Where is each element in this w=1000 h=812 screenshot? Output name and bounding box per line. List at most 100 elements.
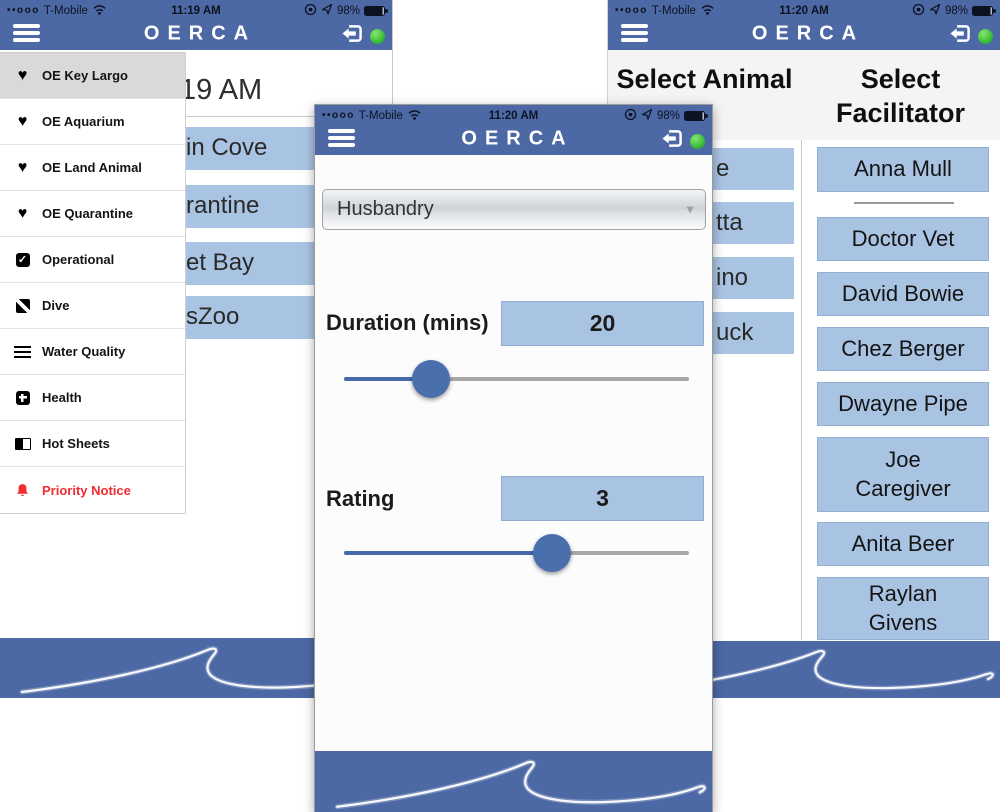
wifi-icon (92, 4, 107, 18)
facilitator-button[interactable]: Raylan Givens (817, 577, 989, 640)
rating-slider-fill (344, 551, 552, 555)
duration-slider-thumb[interactable] (412, 360, 450, 398)
session-type-select[interactable]: Husbandry ▼ (322, 189, 706, 230)
signal-strength-dots: ••ooo (7, 5, 40, 16)
heart-icon (14, 160, 31, 176)
battery-percent: 98% (336, 4, 360, 17)
sidebar-item-label: Water Quality (42, 344, 126, 359)
status-bar: ••ooo T-Mobile 11:19 AM 98% (0, 0, 392, 21)
sidebar-item-label: OE Land Animal (42, 160, 142, 175)
facilitator-divider (854, 202, 954, 204)
wave-logo-graphic (334, 759, 708, 810)
hamburger-menu-button[interactable] (328, 129, 355, 149)
carrier-label: T-Mobile (43, 4, 88, 17)
clock: 11:20 AM (779, 4, 829, 17)
facilitator-button[interactable]: Doctor Vet (817, 217, 989, 261)
carrier-label: T-Mobile (358, 109, 403, 122)
battery-icon (364, 5, 388, 16)
sidebar-item-label: OE Quarantine (42, 206, 134, 221)
online-status-dot (690, 133, 705, 149)
sidebar-item-label: Hot Sheets (42, 436, 110, 451)
sidebar-item-water-quality[interactable]: Water Quality (0, 329, 185, 375)
sidebar-item-label: Operational (42, 252, 115, 267)
screen-middle: ••ooo T-Mobile 11:20 AM 98% OERCA Husban… (314, 104, 713, 812)
water-lines-icon (14, 345, 31, 358)
battery-percent: 98% (944, 4, 968, 17)
rating-label: Rating (326, 486, 395, 511)
sidebar-item-oe-quarantine[interactable]: OE Quarantine (0, 191, 185, 237)
app-logo: OERCA (461, 127, 574, 150)
select-facilitator-heading: Select Facilitator (835, 64, 966, 128)
app-header: ••ooo T-Mobile 11:20 AM 98% OERCA (315, 105, 712, 155)
location-arrow-icon (929, 3, 941, 18)
signal-strength-dots: ••ooo (322, 110, 355, 121)
sidebar-menu: OE Key Largo OE Aquarium OE Land Animal … (0, 52, 186, 514)
rotation-lock-icon (912, 3, 925, 19)
select-animal-heading: Select Animal (616, 64, 793, 94)
logout-icon[interactable] (947, 23, 973, 49)
sidebar-item-dive[interactable]: Dive (0, 283, 185, 329)
chevron-down-icon: ▼ (684, 201, 696, 216)
divider (186, 116, 392, 117)
facilitator-button[interactable]: Anna Mull (817, 147, 989, 192)
facilitator-button[interactable]: David Bowie (817, 272, 989, 316)
app-logo: OERCA (751, 22, 865, 45)
duration-value-box: 20 (501, 301, 704, 346)
duration-slider-track[interactable] (344, 377, 689, 381)
rotation-lock-icon (304, 3, 317, 19)
health-cross-icon (14, 390, 31, 405)
app-logo: OERCA (143, 22, 257, 45)
battery-icon (684, 110, 708, 121)
sidebar-item-label: Dive (42, 298, 70, 313)
clock: 11:20 AM (488, 109, 539, 122)
sidebar-item-label: Priority Notice (42, 482, 131, 498)
online-status-dot (978, 28, 993, 44)
clock: 11:19 AM (171, 4, 221, 17)
logout-icon[interactable] (339, 23, 365, 49)
status-bar: ••ooo T-Mobile 11:20 AM 98% (315, 105, 712, 126)
facilitator-button[interactable]: Anita Beer (817, 522, 989, 566)
heart-icon (14, 206, 31, 222)
heart-icon (14, 114, 31, 130)
facilitator-button[interactable]: Dwayne Pipe (817, 382, 989, 426)
sidebar-item-oe-key-largo[interactable]: OE Key Largo (0, 53, 185, 99)
facilitator-button[interactable]: Joe Caregiver (817, 437, 989, 512)
wave-footer (315, 751, 712, 812)
alert-bell-icon (14, 483, 31, 498)
sidebar-item-oe-land-animal[interactable]: OE Land Animal (0, 145, 185, 191)
rating-slider-track[interactable] (344, 551, 689, 555)
session-type-value: Husbandry (337, 198, 434, 220)
logout-icon[interactable] (659, 128, 685, 154)
carrier-label: T-Mobile (651, 4, 696, 17)
wifi-icon (407, 109, 422, 123)
hamburger-menu-button[interactable] (621, 24, 648, 44)
sidebar-item-label: OE Key Largo (42, 68, 128, 83)
facilitator-button[interactable]: Chez Berger (817, 327, 989, 371)
hamburger-menu-button[interactable] (13, 24, 40, 44)
app-header: ••ooo T-Mobile 11:20 AM 98% OERCA (608, 0, 1000, 50)
book-icon (14, 437, 31, 450)
sidebar-item-label: Health (42, 390, 82, 405)
clipboard-check-icon (14, 252, 31, 267)
signal-strength-dots: ••ooo (615, 5, 648, 16)
wave-logo-graphic (627, 648, 996, 695)
sidebar-item-oe-aquarium[interactable]: OE Aquarium (0, 99, 185, 145)
battery-icon (972, 5, 996, 16)
sidebar-item-priority-notice[interactable]: Priority Notice (0, 467, 185, 513)
dive-flag-icon (14, 298, 31, 313)
status-bar: ••ooo T-Mobile 11:20 AM 98% (608, 0, 1000, 21)
online-status-dot (370, 28, 385, 44)
sidebar-item-operational[interactable]: Operational (0, 237, 185, 283)
duration-slider-fill (344, 377, 431, 381)
sidebar-item-hot-sheets[interactable]: Hot Sheets (0, 421, 185, 467)
column-divider (801, 140, 802, 640)
rotation-lock-icon (624, 108, 637, 124)
location-arrow-icon (321, 3, 333, 18)
heart-icon (14, 68, 31, 84)
page-time-heading: 19 AM (180, 74, 263, 106)
battery-percent: 98% (656, 109, 680, 122)
rating-slider-thumb[interactable] (533, 534, 571, 572)
rating-value-box: 3 (501, 476, 704, 521)
sidebar-item-health[interactable]: Health (0, 375, 185, 421)
app-header: ••ooo T-Mobile 11:19 AM 98% OERCA (0, 0, 392, 50)
